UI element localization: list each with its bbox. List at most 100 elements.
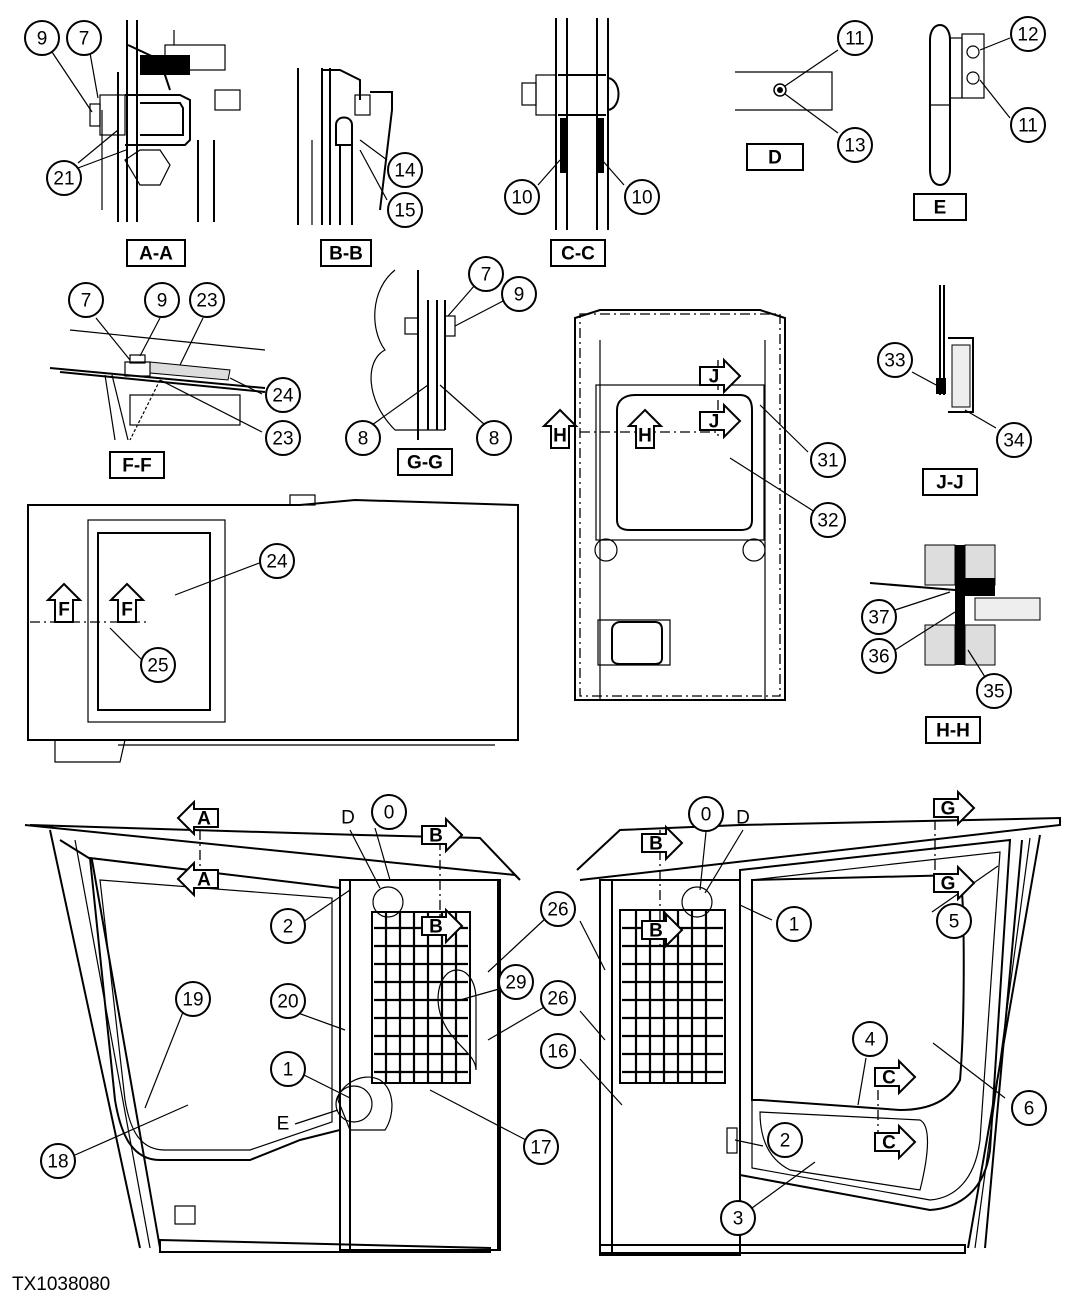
- callout-number: 9: [37, 29, 48, 50]
- section-arrow-letter: G: [941, 799, 956, 820]
- rear-view-drawing: [560, 309, 816, 701]
- callout-circle: [265, 377, 301, 413]
- section-arrow-a: A: [176, 799, 219, 837]
- view-label-text: F-F: [122, 456, 152, 477]
- callout-circle: [468, 256, 504, 292]
- callout-number: 26: [547, 989, 568, 1010]
- callout-number: 0: [701, 805, 712, 826]
- callout-circle: [265, 420, 301, 456]
- view-label-text: G-G: [407, 453, 443, 474]
- callout-24: 24: [265, 377, 301, 413]
- callout-7: 7: [68, 282, 104, 318]
- right-door-drawing: [576, 816, 1061, 1256]
- section-arrow-shape: [641, 824, 684, 862]
- callout-number: 8: [489, 429, 500, 450]
- section-arrow-shape: [541, 408, 579, 449]
- callout-circle: [175, 981, 211, 1017]
- detail-ref-d: D: [341, 808, 355, 829]
- view-label-text: B-B: [329, 244, 363, 265]
- callout-circle: [270, 1051, 306, 1087]
- callout-circle: [776, 906, 812, 942]
- callout-circle: [540, 891, 576, 927]
- section-arrow-c: C: [874, 1123, 917, 1161]
- callout-2: 2: [270, 908, 306, 944]
- section-arrow-letter: B: [429, 917, 443, 938]
- callout-circle: [140, 647, 176, 683]
- callout-7: 7: [468, 256, 504, 292]
- section-arrow-shape: [45, 582, 83, 623]
- callout-number: 14: [394, 161, 416, 182]
- callout-4: 4: [852, 1021, 888, 1057]
- callout-circle: [720, 1200, 756, 1236]
- section-arrow-shape: [874, 1058, 917, 1096]
- callout-number: 25: [147, 656, 168, 677]
- callout-number: 23: [272, 429, 293, 450]
- callout-13: 13: [837, 127, 873, 163]
- callout-number: 16: [547, 1042, 568, 1063]
- callout-circle: [810, 442, 846, 478]
- callout-number: 6: [1024, 1099, 1035, 1120]
- callout-3: 3: [720, 1200, 756, 1236]
- section-arrow-shape: [933, 864, 976, 902]
- callout-number: 24: [272, 386, 294, 407]
- callout-circle: [68, 282, 104, 318]
- figure-id: TX1038080: [12, 1274, 111, 1295]
- section-arrow-letter: B: [429, 826, 443, 847]
- callout-23: 23: [265, 420, 301, 456]
- callout-circle: [852, 1021, 888, 1057]
- callout-circle: [345, 420, 381, 456]
- view-label-text: D: [768, 148, 782, 169]
- callout-10: 10: [504, 179, 540, 215]
- view-label-cc: C-C: [550, 239, 606, 267]
- callout-10: 10: [624, 179, 660, 215]
- left-door-window-mesh: [374, 912, 468, 1083]
- callout-number: 12: [1017, 25, 1038, 46]
- view-label-ff: F-F: [109, 451, 165, 479]
- section-gg-drawing: [370, 269, 506, 440]
- section-arrow-shape: [108, 582, 146, 623]
- section-arrow-f: F: [45, 582, 83, 623]
- section-arrow-letter: H: [638, 426, 652, 447]
- section-arrow-shape: [421, 816, 464, 854]
- callout-circle: [861, 638, 897, 674]
- callout-23: 23: [189, 282, 225, 318]
- callout-8: 8: [476, 420, 512, 456]
- section-arrow-b: B: [421, 816, 464, 854]
- callout-number: 26: [547, 900, 568, 921]
- roof-panel-drawing: [27, 494, 519, 763]
- view-label-box: [913, 193, 967, 221]
- callout-9: 9: [144, 282, 180, 318]
- callout-circle: [387, 192, 423, 228]
- section-arrow-letter: F: [58, 600, 70, 621]
- view-label-text: C-C: [561, 244, 595, 265]
- view-d-drawing: [735, 49, 839, 134]
- section-arrow-c: C: [874, 1058, 917, 1096]
- view-label-text: A-A: [139, 244, 173, 265]
- callout-number: 23: [196, 291, 217, 312]
- section-arrow-letter: C: [882, 1068, 896, 1089]
- section-arrow-f: F: [108, 582, 146, 623]
- left-door-drawing: [24, 824, 547, 1253]
- view-label-box: [320, 239, 372, 267]
- callout-36: 36: [861, 638, 897, 674]
- section-arrow-b: B: [641, 824, 684, 862]
- callout-circle: [259, 543, 295, 579]
- view-label-box: [397, 448, 453, 476]
- callout-33: 33: [877, 342, 913, 378]
- callout-circle: [270, 983, 306, 1019]
- section-arrow-shape: [699, 357, 742, 395]
- section-arrow-letter: A: [197, 809, 211, 830]
- section-bb-drawing: [297, 68, 393, 225]
- callout-number: 9: [157, 291, 168, 312]
- detail-ref-e: E: [277, 1114, 290, 1135]
- callout-number: 36: [868, 647, 889, 668]
- view-label-box: [126, 239, 186, 267]
- callout-1: 1: [776, 906, 812, 942]
- section-arrow-letter: J: [709, 412, 720, 433]
- callout-number: 37: [868, 608, 889, 629]
- section-hh-drawing: [869, 544, 1041, 678]
- callout-16: 16: [540, 1033, 576, 1069]
- view-label-text: H-H: [936, 721, 970, 742]
- callout-circle: [1010, 107, 1046, 143]
